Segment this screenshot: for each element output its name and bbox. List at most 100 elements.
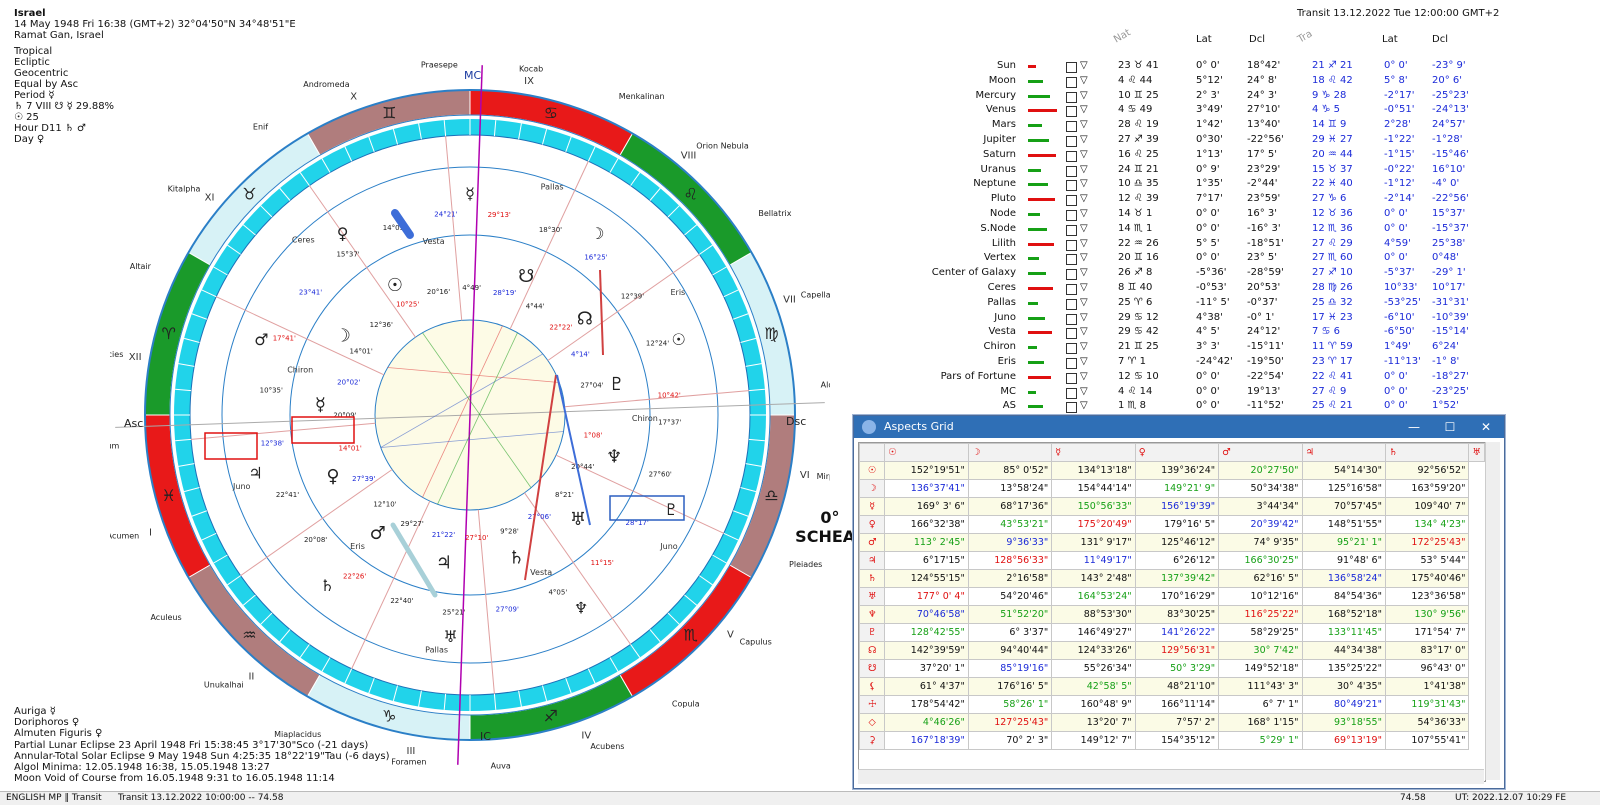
grid-cell[interactable]: 178°54'42" (884, 695, 969, 714)
grid-cell[interactable]: 92°56'52" (1384, 461, 1470, 480)
grid-cell[interactable]: 51°52'20" (967, 605, 1053, 624)
grid-cell[interactable]: 124°55'15" (884, 569, 969, 588)
grid-cell[interactable]: 48°21'10" (1134, 677, 1220, 696)
grid-cell[interactable]: 168°52'18" (1301, 605, 1386, 624)
grid-cell[interactable]: 146°49'27" (1051, 623, 1136, 642)
transit-planet-glyph[interactable]: ♃ (248, 463, 262, 482)
grid-cell[interactable]: 128°42'55" (884, 623, 969, 642)
natal-planet-glyph[interactable]: ☉ (387, 275, 403, 296)
grid-cell[interactable]: 88°53'30" (1051, 605, 1136, 624)
grid-cell[interactable]: 42°58' 5" (1051, 677, 1136, 696)
grid-cell[interactable]: 134° 4'23" (1384, 515, 1470, 534)
grid-cell[interactable]: 131° 9'17" (1051, 533, 1136, 552)
grid-cell[interactable]: 179°16' 5" (1134, 515, 1220, 534)
grid-cell[interactable]: 74° 9'35" (1218, 533, 1303, 552)
grid-cell[interactable]: 6° 3'37" (967, 623, 1053, 642)
grid-cell[interactable]: 163°59'20" (1384, 479, 1470, 498)
grid-row[interactable]: ♅177° 0' 4"54°20'46"164°53'24"170°16'29"… (859, 587, 1485, 606)
grid-cell[interactable]: 70°57'45" (1301, 497, 1386, 516)
grid-cell[interactable]: 177° 0' 4" (884, 587, 969, 606)
transit-planet-glyph[interactable]: ☉ (671, 330, 685, 349)
grid-cell[interactable]: 61° 4'37" (884, 677, 969, 696)
grid-cell[interactable]: 119°31'43" (1384, 695, 1470, 714)
aspects-grid-table[interactable]: ☉☽☿♀♂♃♄♅☉152°19'51"85° 0'52"134°13'18"13… (858, 442, 1486, 782)
grid-cell[interactable]: 125°16'58" (1301, 479, 1386, 498)
natal-planet-glyph[interactable]: ♄ (508, 548, 524, 569)
grid-cell[interactable]: 128°56'33" (967, 551, 1053, 570)
grid-cell[interactable]: 175°40'46" (1384, 569, 1470, 588)
grid-cell[interactable]: 113° 2'45" (884, 533, 969, 552)
grid-cell[interactable]: 80°49'21" (1301, 695, 1386, 714)
grid-cell[interactable]: 175°20'49" (1051, 515, 1136, 534)
grid-cell[interactable]: 69°13'19" (1301, 731, 1386, 750)
natal-planet-glyph[interactable]: ♅ (570, 509, 586, 530)
grid-cell[interactable]: 54°14'30" (1301, 461, 1386, 480)
grid-cell[interactable]: 135°25'22" (1301, 659, 1386, 678)
grid-cell[interactable]: 156°19'39" (1134, 497, 1220, 516)
grid-cell[interactable]: 136°58'24" (1301, 569, 1386, 588)
transit-planet-glyph[interactable]: ♇ (664, 500, 678, 519)
grid-cell[interactable]: 130° 9'56" (1384, 605, 1470, 624)
grid-row[interactable]: ⚳167°18'39"70° 2' 3"149°12' 7"154°35'12"… (859, 731, 1485, 750)
transit-planet-glyph[interactable]: ♄ (320, 576, 334, 595)
grid-row[interactable]: ♇128°42'55"6° 3'37"146°49'27"141°26'22"5… (859, 623, 1485, 642)
natal-planet-glyph[interactable]: ♇ (609, 374, 625, 395)
minimize-icon[interactable]: — (1408, 420, 1420, 434)
grid-cell[interactable]: 111°43' 3" (1218, 677, 1303, 696)
grid-cell[interactable]: 5°29' 1" (1218, 731, 1303, 750)
grid-cell[interactable]: 55°26'34" (1051, 659, 1136, 678)
grid-cell[interactable]: 70° 2' 3" (967, 731, 1053, 750)
grid-cell[interactable]: 95°21' 1" (1301, 533, 1386, 552)
grid-cell[interactable]: 149°52'18" (1218, 659, 1303, 678)
grid-cell[interactable]: 166°30'25" (1218, 551, 1303, 570)
grid-cell[interactable]: 139°36'24" (1134, 461, 1220, 480)
grid-cell[interactable]: 62°16' 5" (1218, 569, 1303, 588)
grid-row[interactable]: ☩178°54'42"58°26' 1"160°48' 9"166°11'14"… (859, 695, 1485, 714)
grid-cell[interactable]: 171°54' 7" (1384, 623, 1470, 642)
grid-cell[interactable]: 4°46'26" (884, 713, 969, 732)
natal-planet-glyph[interactable]: ☽ (335, 326, 351, 347)
grid-cell[interactable]: 172°25'43" (1384, 533, 1470, 552)
grid-cell[interactable]: 107°55'41" (1384, 731, 1470, 750)
grid-cell[interactable]: 137°39'42" (1134, 569, 1220, 588)
grid-row[interactable]: ◇4°46'26"127°25'43"13°20' 7"7°57' 2"168°… (859, 713, 1485, 732)
grid-cell[interactable]: 125°46'12" (1134, 533, 1220, 552)
grid-cell[interactable]: 58°29'25" (1218, 623, 1303, 642)
grid-cell[interactable]: 13°20' 7" (1051, 713, 1136, 732)
grid-cell[interactable]: 50°34'38" (1218, 479, 1303, 498)
grid-row[interactable]: ☽136°37'41"13°58'24"154°44'14"149°21' 9"… (859, 479, 1485, 498)
transit-planet-glyph[interactable]: ☿ (465, 184, 475, 203)
grid-cell[interactable]: 3°44'34" (1218, 497, 1303, 516)
grid-row[interactable]: ☊142°39'59"94°40'44"124°33'26"129°56'31"… (859, 641, 1485, 660)
natal-planet-glyph[interactable]: ♆ (606, 446, 622, 467)
grid-cell[interactable]: 127°25'43" (967, 713, 1053, 732)
grid-cell[interactable]: 37°20' 1" (884, 659, 969, 678)
grid-row[interactable]: ☿169° 3' 6"68°17'36"150°56'33"156°19'39"… (859, 497, 1485, 516)
grid-cell[interactable]: 96°43' 0" (1384, 659, 1470, 678)
grid-cell[interactable]: 54°20'46" (967, 587, 1053, 606)
vertical-scrollbar[interactable] (1485, 442, 1500, 780)
grid-cell[interactable]: 6° 7' 1" (1218, 695, 1303, 714)
grid-cell[interactable]: 91°48' 6" (1301, 551, 1386, 570)
grid-row[interactable]: ♀166°32'38"43°53'21"175°20'49"179°16' 5"… (859, 515, 1485, 534)
grid-cell[interactable]: 1°41'38" (1384, 677, 1470, 696)
natal-planet-glyph[interactable]: ☊ (577, 309, 593, 330)
natal-planet-glyph[interactable]: ♂ (370, 523, 386, 544)
grid-cell[interactable]: 70°46'58" (884, 605, 969, 624)
grid-cell[interactable]: 164°53'24" (1051, 587, 1136, 606)
grid-row[interactable]: ♄124°55'15"2°16'58"143° 2'48"137°39'42"6… (859, 569, 1485, 588)
natal-planet-glyph[interactable]: ☋ (518, 266, 534, 287)
transit-planet-glyph[interactable]: ♅ (443, 627, 457, 646)
grid-cell[interactable]: 54°36'33" (1384, 713, 1470, 732)
grid-cell[interactable]: 149°21' 9" (1134, 479, 1220, 498)
grid-cell[interactable]: 13°58'24" (967, 479, 1053, 498)
grid-row[interactable]: ♃6°17'15"128°56'33"11°49'17"6°26'12"166°… (859, 551, 1485, 570)
grid-cell[interactable]: 11°49'17" (1051, 551, 1136, 570)
grid-row[interactable]: ⚸61° 4'37"176°16' 5"42°58' 5"48°21'10"11… (859, 677, 1485, 696)
grid-cell[interactable]: 6°17'15" (884, 551, 969, 570)
transit-planet-glyph[interactable]: ☽ (590, 224, 604, 243)
grid-cell[interactable]: 58°26' 1" (967, 695, 1053, 714)
grid-cell[interactable]: 166°32'38" (884, 515, 969, 534)
grid-cell[interactable]: 136°37'41" (884, 479, 969, 498)
grid-cell[interactable]: 84°54'36" (1301, 587, 1386, 606)
